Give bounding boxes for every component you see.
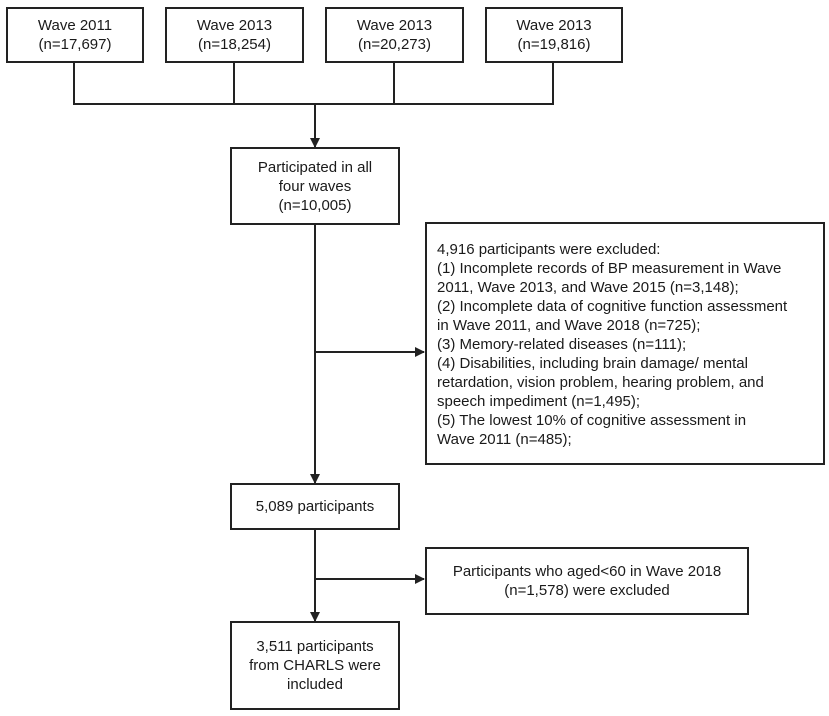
wave-box-1-line-2: (n=17,697) [38,36,112,53]
wave-box-4: Wave 2013 (n=19,816) [485,7,623,63]
wave-box-2-line-1: Wave 2013 [196,17,273,34]
exclusion1-line-8: retardation, vision problem, hearing pro… [437,374,764,391]
all-waves-box: Participated in all four waves (n=10,005… [230,147,400,225]
exclusion1-line-5: in Wave 2011, and Wave 2018 (n=725); [437,317,701,334]
exclusion-box-2: Participants who aged<60 in Wave 2018 (n… [425,547,749,615]
final-line-3: included [287,676,343,693]
wave-box-1: Wave 2011 (n=17,697) [6,7,144,63]
exclusion1-line-1: 4,916 participants were excluded: [437,241,661,258]
exclusion1-line-11: Wave 2011 (n=485); [437,431,572,448]
exclusion2-line-1: Participants who aged<60 in Wave 2018 [452,563,722,580]
exclusion1-line-4: (2) Incomplete data of cognitive functio… [437,298,788,315]
exclusion-box-1: 4,916 participants were excluded: (1) In… [425,222,825,465]
exclusion1-line-10: (5) The lowest 10% of cognitive assessme… [437,412,747,429]
mid-participants-box: 5,089 participants [230,483,400,530]
wave-box-3: Wave 2013 (n=20,273) [325,7,464,63]
wave-box-3-line-1: Wave 2013 [356,17,433,34]
all-waves-line-1: Participated in all [257,158,373,176]
all-waves-line-2: four waves [278,177,352,195]
exclusion2-line-2: (n=1,578) were excluded [504,582,670,599]
exclusion1-line-9: speech impediment (n=1,495); [437,393,641,410]
all-waves-line-3: (n=10,005) [278,196,352,214]
wave-box-3-line-2: (n=20,273) [358,36,431,53]
wave-box-2-line-2: (n=18,254) [198,36,271,53]
final-included-box: 3,511 participants from CHARLS were incl… [230,621,400,710]
mid-line-1: 5,089 participants [255,498,375,515]
exclusion1-line-3: 2011, Wave 2013, and Wave 2015 (n=3,148)… [437,279,739,296]
wave-box-4-line-1: Wave 2013 [516,17,592,34]
final-line-1: 3,511 participants [256,638,374,655]
wave-box-4-line-2: (n=19,816) [517,36,591,53]
wave-box-1-line-1: Wave 2011 [37,17,113,34]
wave-box-2: Wave 2013 (n=18,254) [165,7,304,63]
exclusion1-line-2: (1) Incomplete records of BP measurement… [437,260,782,277]
exclusion1-line-6: (3) Memory-related diseases (n=111); [437,336,687,353]
exclusion1-line-7: (4) Disabilities, including brain damage… [437,355,748,372]
final-line-2: from CHARLS were [249,657,381,674]
